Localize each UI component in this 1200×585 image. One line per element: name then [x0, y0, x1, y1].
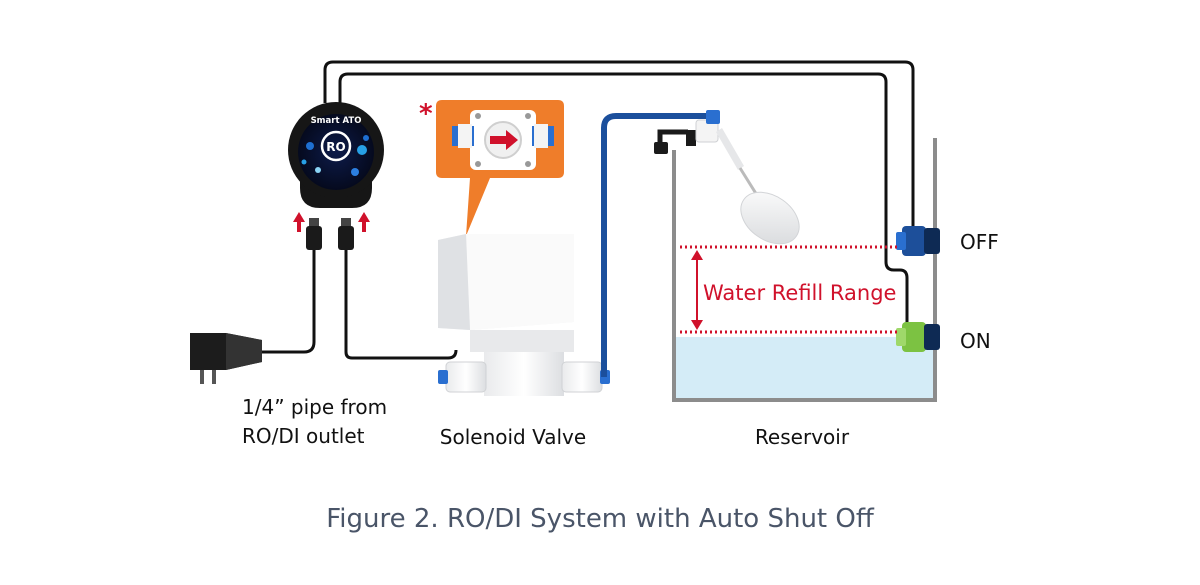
refill-range-label: Water Refill Range	[703, 281, 896, 305]
reservoir-tank	[672, 138, 937, 402]
controller-badge: RO	[326, 140, 345, 154]
power-wires	[258, 250, 458, 360]
wire-to-off-sensor	[323, 60, 915, 232]
wire-to-on-sensor	[338, 72, 909, 326]
on-sensor-label: ON	[960, 329, 991, 353]
pipe-label-line2: RO/DI outlet	[242, 424, 365, 448]
red-up-arrows	[293, 212, 370, 232]
arrow-right-icon	[490, 130, 518, 150]
valve-detail-callout	[436, 100, 564, 236]
callout-asterisk: *	[419, 99, 433, 129]
figure-caption: Figure 2. RO/DI System with Auto Shut Of…	[326, 504, 875, 534]
refill-range-indicator	[680, 245, 900, 334]
solenoid-label: Solenoid Valve	[440, 425, 586, 449]
pipe-label-line1: 1/4” pipe from	[242, 395, 387, 419]
smart-ato-controller: RO Smart ATO	[288, 102, 384, 208]
controller-brand-label: Smart ATO	[311, 116, 362, 126]
arrow-up-icon	[358, 212, 370, 232]
float-valve	[654, 110, 800, 245]
valve-cable	[344, 250, 458, 360]
solenoid-valve	[438, 234, 610, 396]
dc-plugs	[306, 218, 354, 250]
arrow-up-icon	[691, 250, 703, 260]
reservoir-label: Reservoir	[755, 425, 850, 449]
adapter-cable	[258, 250, 316, 354]
on-level-sensor	[896, 322, 940, 352]
arrow-up-icon	[293, 212, 305, 232]
off-level-sensor	[896, 226, 940, 256]
arrow-down-icon	[691, 320, 703, 330]
outlet-pipe	[601, 113, 712, 377]
sensor-wires	[323, 60, 915, 326]
off-sensor-label: OFF	[960, 230, 999, 254]
power-adapter	[190, 333, 262, 384]
